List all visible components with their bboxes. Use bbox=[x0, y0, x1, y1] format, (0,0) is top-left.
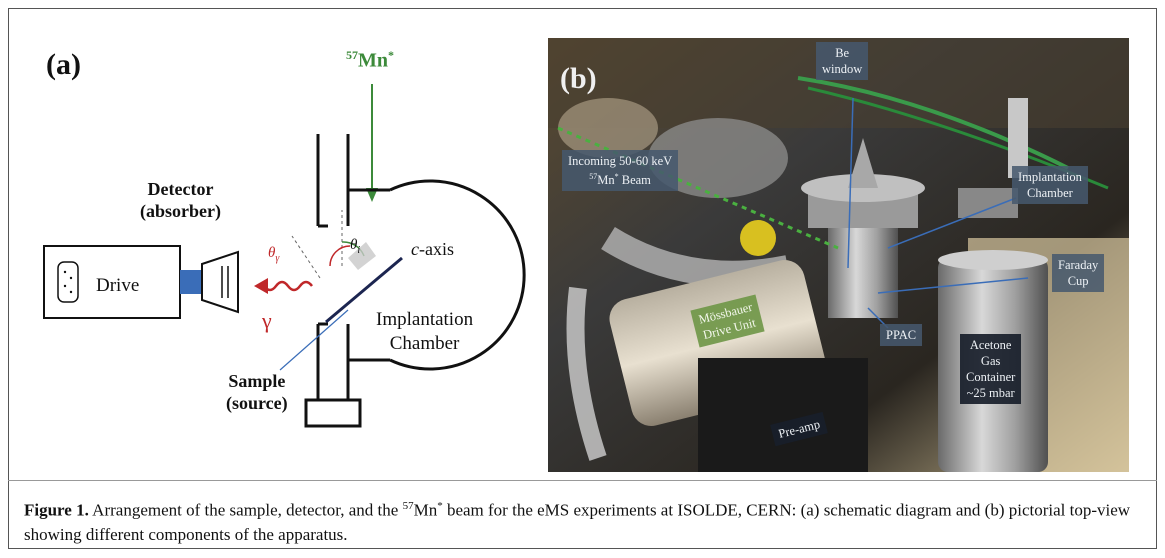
theta-i-label: θi bbox=[350, 237, 361, 256]
apparatus-photo bbox=[548, 38, 1129, 472]
beam-label: 57Mn* bbox=[346, 48, 394, 72]
gamma-wave bbox=[263, 280, 313, 292]
caption-divider bbox=[8, 480, 1157, 481]
c-axis-label: c-axis bbox=[411, 239, 454, 259]
sample-c-axis-line bbox=[325, 256, 403, 324]
sample-label: Sample(source) bbox=[226, 371, 288, 413]
drive-connector bbox=[180, 270, 202, 294]
gamma-arrowhead bbox=[254, 278, 268, 294]
chamber-base bbox=[304, 398, 362, 428]
figure-caption: Figure 1. Arrangement of the sample, det… bbox=[24, 500, 1131, 544]
schematic-panel: (a) 57Mn* Detector(absorber) Drive γ θγ … bbox=[30, 30, 530, 460]
gamma-dashed-line bbox=[291, 235, 321, 279]
chamber-dome bbox=[389, 179, 526, 371]
panel-b-letter: (b) bbox=[560, 62, 597, 95]
schematic-diagram bbox=[43, 84, 526, 428]
theta-gamma-label: θγ bbox=[268, 245, 280, 264]
label-ppac: PPAC bbox=[880, 324, 923, 346]
detector-horn bbox=[201, 250, 239, 314]
panel-a-letter: (a) bbox=[46, 48, 81, 81]
sample-pointer-line bbox=[279, 309, 349, 371]
figure-label: Figure 1. bbox=[24, 500, 89, 520]
drive-label: Drive bbox=[96, 275, 140, 296]
drive-icon bbox=[57, 261, 79, 303]
window-bracket bbox=[318, 224, 328, 326]
detector-label: Detector(absorber) bbox=[140, 179, 221, 221]
beam-spot bbox=[348, 242, 376, 270]
theta-gamma-arc bbox=[329, 245, 351, 267]
gamma-label: γ bbox=[262, 308, 272, 333]
